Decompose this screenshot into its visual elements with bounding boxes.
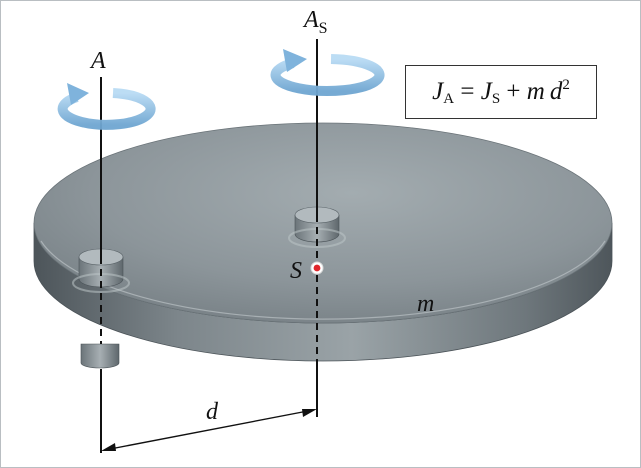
distance-dimension [101, 409, 317, 451]
mass-label: m [417, 291, 434, 317]
distance-label: d [206, 399, 219, 425]
bottom-stub [80, 343, 120, 369]
center-label: S [290, 258, 302, 284]
rotation-arrow-icon [270, 49, 385, 96]
center-of-mass-dot [310, 261, 324, 275]
axis-a-label: A [89, 48, 106, 74]
rotation-arrow-icon [57, 83, 156, 130]
axis-s-label: AS [302, 7, 328, 37]
